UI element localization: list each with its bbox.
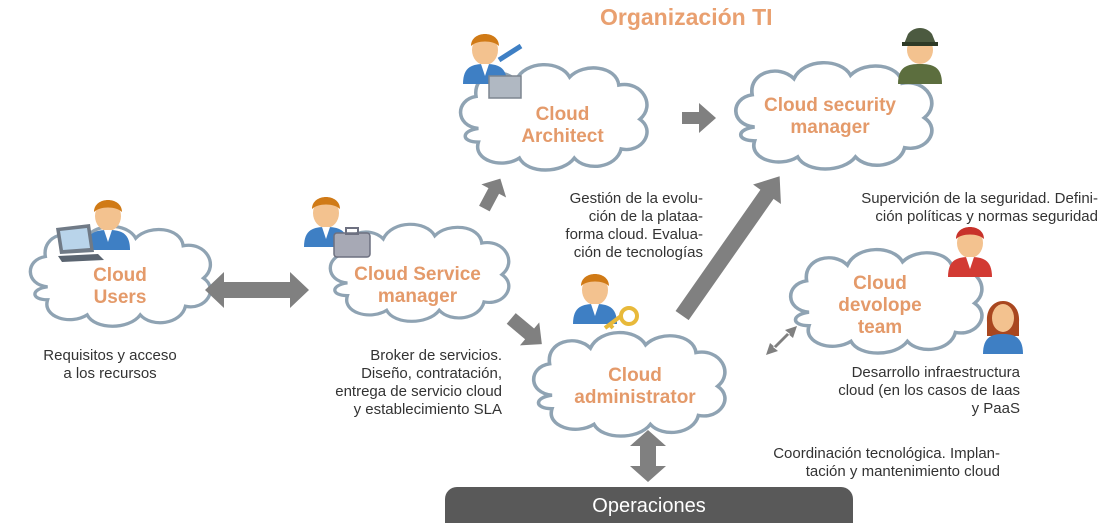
security-note: Supervición de la seguridad. Defini- ció… [780,190,1098,226]
arrow-service-to-administrator [506,313,542,346]
devteam-label-line2: devolope [838,295,922,316]
user-briefcase-icon [304,197,371,258]
arrow-administrator-devteam-bidirectional [766,326,797,355]
operations-label: Operaciones [592,495,706,517]
service-manager-note-line1: Broker de servicios. [370,347,502,364]
administrator-label-line1: Cloud [608,365,662,386]
service-manager-label-line1: Cloud Service [354,264,481,285]
architect-label: Cloud Architect [490,104,635,148]
devteam-note-line1: Desarrollo infraestructura [851,364,1020,381]
diagram-title: Organización TI [600,4,773,30]
devteam-note-line3: y PaaS [971,400,1020,417]
operations-bar [445,487,853,523]
arrow-architect-to-security [682,103,716,133]
administrator-note-line1: Coordinación tecnológica. Implan- [773,445,1000,462]
architect-note-line3: forma cloud. Evalua- [565,226,703,243]
service-manager-label: Cloud Service manager [335,264,500,308]
administrator-note-line2: tación y mantenimiento cloud [805,463,1000,480]
security-label: Cloud security manager [750,95,910,139]
service-manager-note-line4: y establecimiento SLA [353,401,502,418]
users-note-line2: a los recursos [63,365,157,382]
user-key-icon [573,274,639,330]
service-manager-label-line2: manager [377,286,458,307]
devteam-label-line1: Cloud [853,273,907,294]
administrator-label-line2: administrator [574,387,696,408]
architect-label-line2: Architect [521,126,604,147]
security-note-line2: ción políticas y normas seguridad [875,208,1098,225]
service-manager-note-line3: entrega de servicio cloud [335,383,502,400]
devteam-label: Cloud devolope team [810,273,950,339]
architect-note-line1: Gestión de la evolu- [569,190,703,207]
developer-female-icon [983,301,1023,354]
user-presenter-icon [463,34,523,99]
security-guard-icon [898,28,942,84]
users-note-line1: Requisitos y acceso [43,347,177,364]
arrow-users-service-bidirectional [205,272,309,308]
devteam-label-line3: team [857,317,903,338]
administrator-label: Cloud administrator [550,365,720,409]
developer-male-icon [948,227,992,277]
architect-note-line4: ción de tecnologías [573,244,703,261]
architect-note-line2: ción de la plataa- [588,208,703,225]
users-label-line2: Users [93,287,147,308]
users-note: Requisitos y acceso a los recursos [10,347,210,383]
administrator-note: Coordinación tecnológica. Implan- tación… [680,445,1000,481]
users-label: Cloud Users [55,265,185,309]
security-label-line2: manager [790,117,870,138]
users-label-line1: Cloud [93,265,147,286]
service-manager-note: Broker de servicios. Diseño, contratació… [262,347,502,419]
devteam-note-line2: cloud (en los casos de Iaas [838,382,1020,399]
devteam-note: Desarrollo infraestructura cloud (en los… [790,364,1020,418]
architect-label-line1: Cloud [535,104,590,125]
security-note-line1: Supervición de la seguridad. Defini- [861,190,1098,207]
arrow-service-to-architect [479,178,507,212]
service-manager-note-line2: Diseño, contratación, [361,365,502,382]
arrow-administrator-operations-bidirectional [630,430,666,482]
security-label-line1: Cloud security [764,95,896,116]
user-laptop-icon [56,200,130,262]
arrow-administrator-to-security [675,176,781,321]
architect-note: Gestión de la evolu- ción de la plataa- … [508,190,703,262]
